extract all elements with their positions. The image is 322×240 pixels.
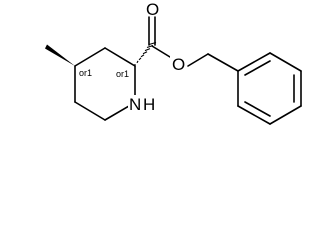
bond-ester-o-ch2 [187, 53, 209, 67]
wedge-bond-c4-methyl [45, 44, 75, 66]
chemical-structure: O O N H or1 or1 [45, 0, 302, 125]
hashed-bond-c2-carbonyl [134, 41, 157, 66]
bond-n1-c6 [104, 105, 130, 121]
piperidine-ring [74, 47, 136, 121]
bond-c3-c2 [104, 47, 136, 67]
carbonyl-double-bond [148, 16, 156, 46]
ring-nitrogen-label: N [129, 95, 141, 114]
nh-hydrogen-label: H [143, 95, 155, 114]
bond-ch2-phenyl [207, 53, 239, 72]
benzene-ring [237, 52, 302, 125]
ester-oxygen-label: O [172, 55, 185, 74]
bond-carbonyl-c-ester-o [151, 45, 171, 58]
c4-stereo-descriptor: or1 [79, 68, 92, 78]
c2-stereo-descriptor: or1 [116, 69, 129, 79]
bond-c6-c5 [74, 101, 106, 121]
carbonyl-oxygen-label: O [146, 0, 159, 19]
bond-c3-c4 [74, 47, 106, 67]
